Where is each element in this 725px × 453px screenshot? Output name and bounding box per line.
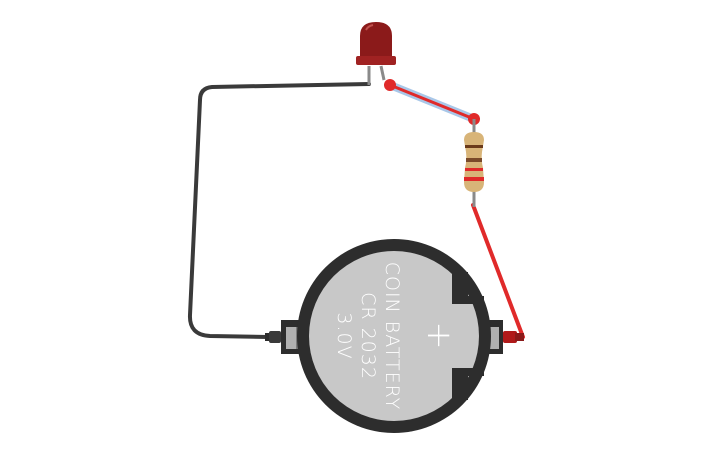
resistor-band-1 [465,145,483,148]
battery-label-line3: 3.0V [333,312,355,359]
resistor-band-4 [464,177,484,181]
wire-black[interactable] [187,82,371,339]
resistor[interactable] [464,119,484,207]
battery-label-line1: COIN BATTERY [381,262,403,411]
resistor-band-3 [465,168,483,171]
battery-clip [452,272,484,304]
battery-label-line2: CR 2032 [357,292,379,380]
led-body [360,22,392,62]
resistor-band-2 [466,158,482,162]
wire-red-battery[interactable] [471,203,525,339]
led-anode-leg [379,65,386,81]
coin-battery[interactable]: COIN BATTERY CR 2032 3.0V + [265,239,524,433]
battery-negative-terminal[interactable] [265,331,281,343]
battery-plus-symbol: + [419,321,459,351]
led-rim [356,56,396,65]
wire-endpoint-handle[interactable] [384,79,396,91]
led[interactable] [356,22,396,85]
battery-cell [309,251,479,421]
wire-red-selected[interactable] [384,79,480,125]
battery-clip [452,368,484,400]
battery-positive-terminal[interactable] [503,331,524,343]
